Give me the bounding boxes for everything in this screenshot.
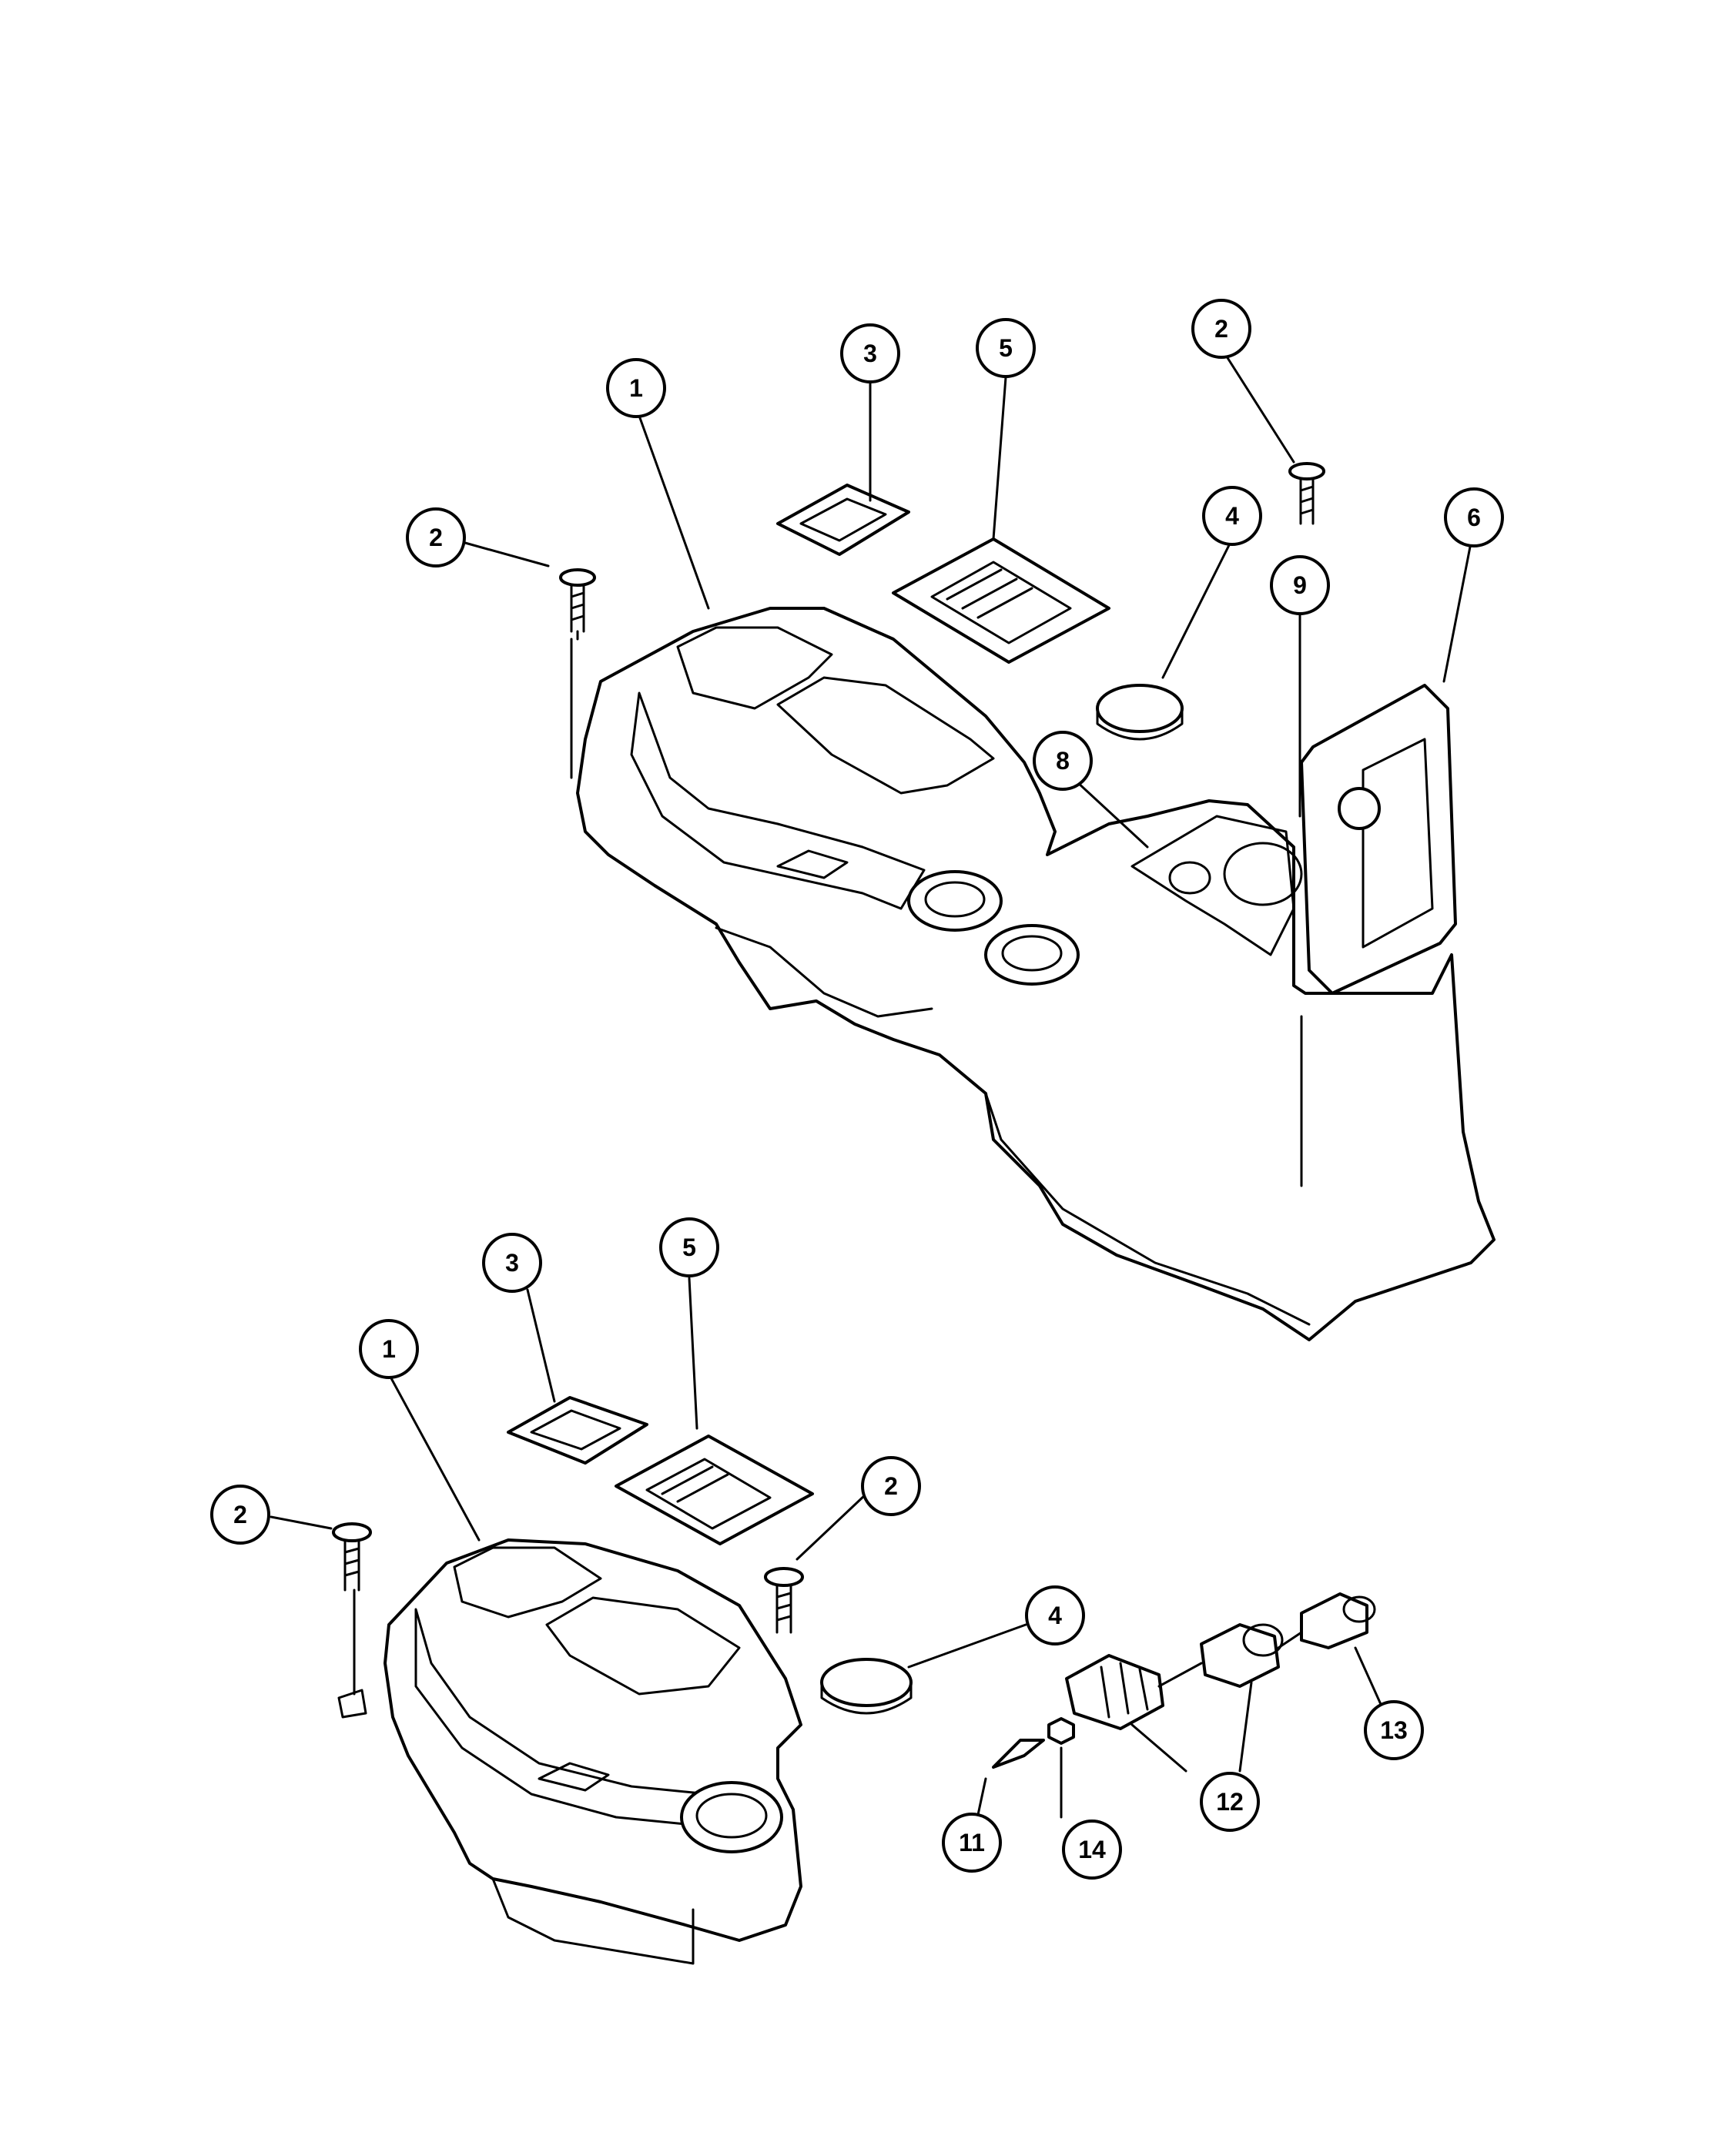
lower-vent-bezel xyxy=(615,1435,814,1545)
callout-l2b-label: 2 xyxy=(884,1472,898,1500)
lower-leaders xyxy=(270,1277,1392,1834)
upper-armrest-lid-inner xyxy=(1362,738,1434,949)
callout-u2b: 2 xyxy=(1191,299,1251,359)
callout-l5-label: 5 xyxy=(682,1234,696,1261)
callout-l2a-label: 2 xyxy=(233,1501,247,1528)
callout-u4-label: 4 xyxy=(1225,502,1239,530)
lower-plug-link xyxy=(1277,1631,1303,1649)
lower-outlet-plug xyxy=(1300,1592,1368,1649)
upper-armrest-lid xyxy=(1300,684,1457,995)
upper-cupholder-left-inner xyxy=(924,881,986,918)
callout-l1-label: 1 xyxy=(382,1335,396,1363)
callout-l4: 4 xyxy=(1025,1585,1085,1645)
upper-leaders xyxy=(464,353,1472,1187)
upper-vent-grille xyxy=(930,561,1072,644)
callout-u5-label: 5 xyxy=(999,334,1013,362)
callout-u6-label: 6 xyxy=(1467,504,1481,531)
lower-base-contour xyxy=(491,1877,695,1965)
lower-screw-right xyxy=(764,1567,804,1634)
upper-cap-side xyxy=(1096,707,1184,741)
upper-lower-edge xyxy=(984,1092,1311,1326)
callout-l2b: 2 xyxy=(861,1456,921,1516)
callout-l12-label: 12 xyxy=(1216,1788,1244,1816)
callout-l11: 11 xyxy=(942,1813,1002,1873)
lower-outlet-plug-end xyxy=(1342,1595,1376,1623)
upper-cupholder-left xyxy=(907,870,1003,932)
callout-l3: 3 xyxy=(482,1233,542,1293)
callout-u3-label: 3 xyxy=(863,340,877,367)
lower-outlet-socket-ring xyxy=(1242,1623,1284,1657)
upper-coin-tray-inner xyxy=(799,497,887,542)
upper-rear-cup xyxy=(1223,842,1303,906)
callout-u3: 3 xyxy=(840,323,900,383)
callout-u2a: 2 xyxy=(406,507,466,567)
callout-l1: 1 xyxy=(359,1319,419,1379)
callout-u2a-label: 2 xyxy=(429,524,443,551)
upper-front-bin xyxy=(676,626,833,710)
callout-l2a: 2 xyxy=(210,1485,270,1545)
upper-floor-contour xyxy=(715,926,933,1018)
upper-console-assembly xyxy=(464,353,1496,1341)
upper-handle-recess xyxy=(776,849,849,879)
callout-u9-label: 9 xyxy=(1293,571,1307,599)
lower-outlet-bracket-ribs xyxy=(1100,1662,1149,1719)
upper-cupholder-right xyxy=(984,924,1080,986)
callout-l14-label: 14 xyxy=(1078,1836,1106,1863)
lower-coin-tray-inner xyxy=(530,1409,621,1451)
callout-l3-label: 3 xyxy=(505,1249,519,1277)
callout-u6: 6 xyxy=(1444,487,1504,547)
lower-rear-bin xyxy=(545,1596,741,1696)
upper-vent-bezel xyxy=(892,537,1110,664)
lower-vent-grille xyxy=(645,1458,772,1530)
lower-handle-recess xyxy=(538,1762,610,1792)
lower-coin-tray xyxy=(507,1396,648,1465)
callout-u4: 4 xyxy=(1202,486,1262,546)
callout-l12: 12 xyxy=(1200,1772,1260,1832)
lower-outlet-bracket xyxy=(1065,1654,1164,1730)
lower-nut xyxy=(1047,1717,1075,1745)
lower-screw-left xyxy=(332,1522,372,1592)
callout-l13: 13 xyxy=(1364,1700,1424,1760)
upper-cupholder-right-inner xyxy=(1001,935,1063,972)
callout-u1-label: 1 xyxy=(629,374,643,402)
upper-power-outlet-hole xyxy=(1168,861,1211,895)
callout-u2b-label: 2 xyxy=(1214,315,1228,343)
callout-l5: 5 xyxy=(659,1217,719,1277)
callout-l11-label: 11 xyxy=(959,1829,985,1856)
upper-coin-tray xyxy=(776,484,910,556)
callout-u5: 5 xyxy=(976,318,1036,378)
callout-l4-label: 4 xyxy=(1048,1602,1062,1629)
lower-console-body xyxy=(384,1538,802,1942)
lower-outlet-socket xyxy=(1200,1623,1280,1688)
lower-front-bin xyxy=(453,1546,602,1619)
upper-rear-tray xyxy=(1130,815,1295,956)
callout-l13-label: 13 xyxy=(1380,1716,1408,1744)
lower-clip-arrow xyxy=(992,1739,1045,1769)
callout-u8-label: 8 xyxy=(1056,747,1070,775)
upper-side-pocket xyxy=(630,691,926,910)
upper-screw-right xyxy=(1288,462,1325,525)
callout-u1: 1 xyxy=(606,358,666,418)
upper-rear-bin xyxy=(776,676,995,795)
upper-lid-button xyxy=(1338,787,1381,830)
lower-cupholder-inner xyxy=(695,1793,768,1839)
callout-l14: 14 xyxy=(1062,1820,1122,1880)
callout-u8: 8 xyxy=(1033,731,1093,791)
lower-cap-side xyxy=(820,1681,913,1715)
callout-u9: 9 xyxy=(1270,555,1330,615)
lower-cap xyxy=(820,1658,913,1707)
lower-console-assembly xyxy=(270,1277,1392,1965)
lower-clip xyxy=(337,1689,367,1719)
lower-outlet-wire xyxy=(1157,1662,1203,1688)
upper-cap xyxy=(1096,684,1184,733)
upper-screw-left xyxy=(559,568,596,641)
